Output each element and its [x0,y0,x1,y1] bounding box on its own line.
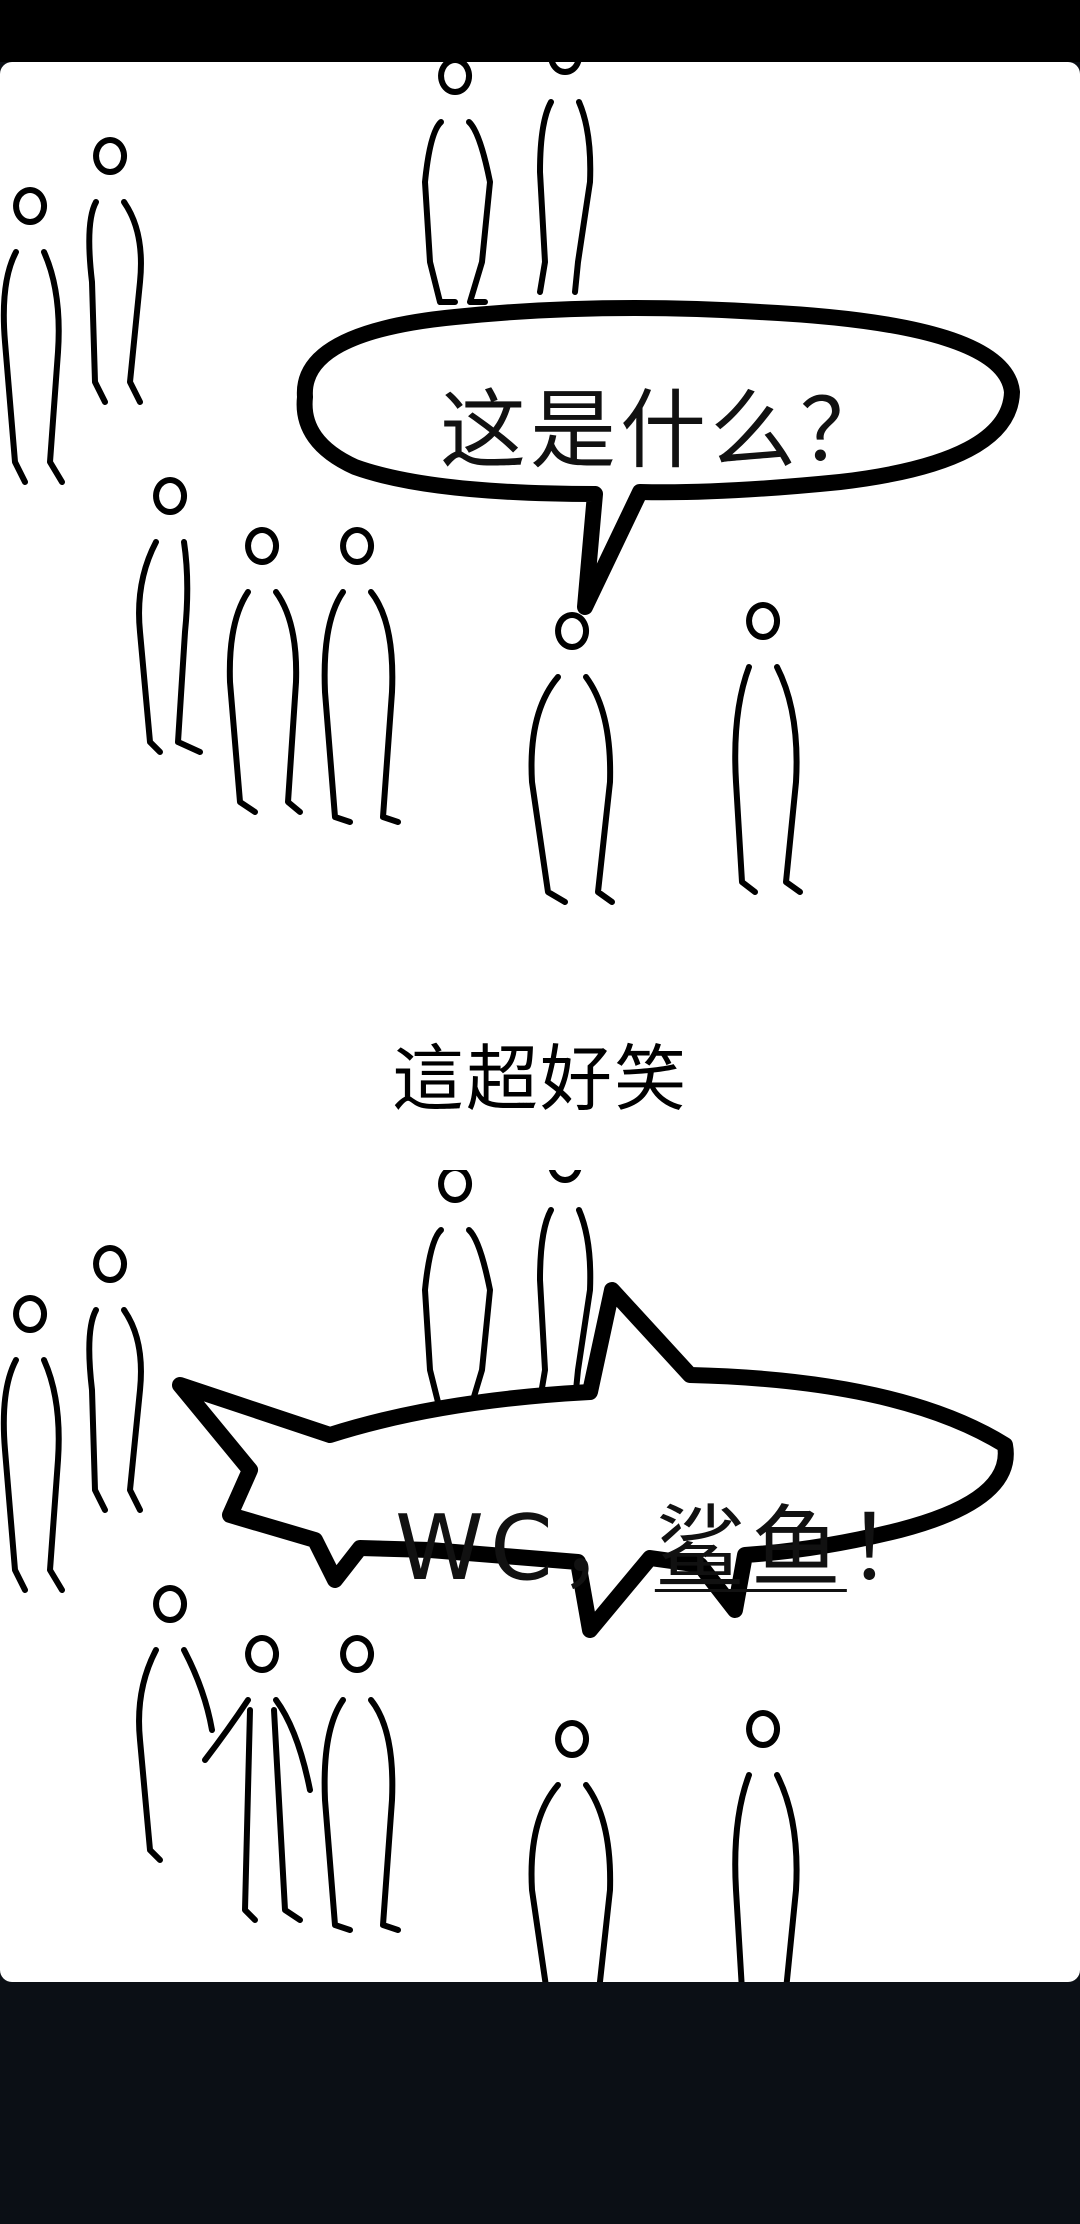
person-figure [528,612,615,905]
person-figure [422,1170,493,1413]
caption: 這超好笑 [391,1036,688,1121]
person-figure [226,527,303,815]
person-figure [136,1585,215,1863]
person-figure [321,1635,401,1933]
person-figure [732,602,803,895]
shark-speech-bubble [172,1282,1014,1638]
crowd-illustration-bottom [0,1170,1014,1982]
person-figure [422,62,493,305]
status-bar [0,0,1080,62]
person-figure [0,1295,65,1593]
person-figure [537,1170,594,1403]
person-figure [537,62,594,295]
bottom-area [0,1982,1080,2224]
shark-text: WC，鲨鱼！ [395,1475,943,1605]
shark-text-prefix: WC， [395,1496,655,1601]
bottom-panel: WC，鲨鱼！ [0,1170,1080,1982]
person-figure [528,1720,614,1982]
shark-text-suffix: ！ [846,1496,943,1601]
person-figure [732,1710,800,1982]
person-figure [86,1245,144,1513]
question-text: 这是什么？ [440,381,890,481]
person-figure [202,1635,313,1923]
person-figure [136,477,203,755]
meme-image: 这是什么？ 這超好笑 WC，鲨鱼！ [0,62,1080,1982]
speech-bubble [296,300,1020,615]
person-figure [86,137,144,405]
shark-text-underlined: 鲨鱼 [654,1496,847,1601]
top-panel: 这是什么？ [0,62,1080,982]
person-figure [321,527,401,825]
person-figure [0,187,65,485]
crowd-illustration-top [0,62,1020,905]
